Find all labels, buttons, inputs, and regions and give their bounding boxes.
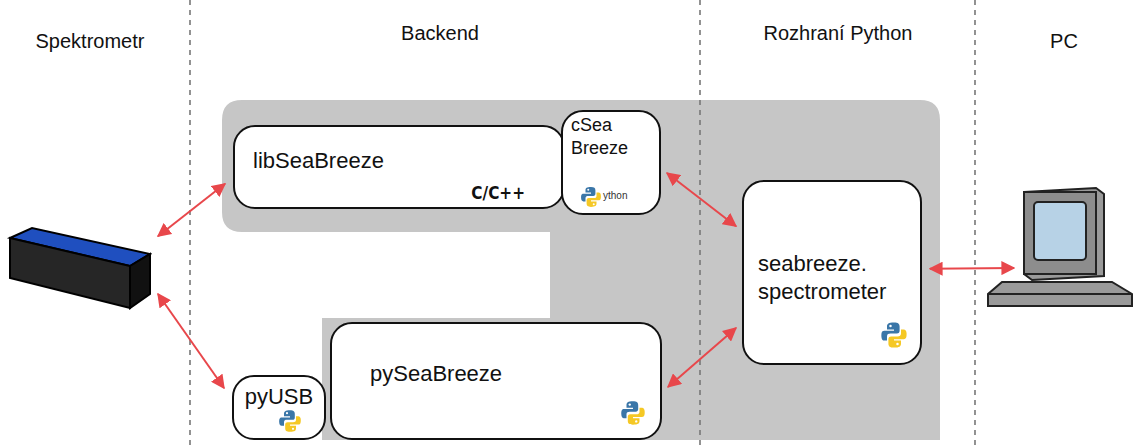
node-label: pyUSB xyxy=(234,383,324,411)
node-label: Spektrometr xyxy=(0,30,180,53)
python-logo xyxy=(278,409,302,433)
python-logo xyxy=(880,321,908,349)
backend-region xyxy=(222,100,940,440)
column-heading: Rozhraní Python xyxy=(764,22,913,45)
python-logo-yellow xyxy=(285,416,301,432)
library-box: libSeaBreezeC/C++ xyxy=(233,125,565,209)
library-box: pySeaBreeze xyxy=(330,322,662,440)
python-logo-yellow xyxy=(587,193,601,207)
python-logo-yellow xyxy=(628,408,645,425)
node-sublabel: ython xyxy=(603,190,627,201)
double-arrow xyxy=(930,267,1014,270)
double-arrow xyxy=(667,173,736,226)
node-label: pySeaBreeze xyxy=(370,360,502,388)
python-logo xyxy=(580,186,602,208)
double-arrow xyxy=(158,294,224,388)
computer-icon xyxy=(984,184,1134,324)
device-node: Spektrometr xyxy=(0,18,180,318)
double-arrow xyxy=(668,328,736,387)
wrapper-box: cSea Breeze ython xyxy=(561,110,661,215)
computer-node: PC xyxy=(982,18,1138,323)
column-divider xyxy=(190,0,975,448)
python-logo-yellow xyxy=(888,329,906,347)
node-label: PC xyxy=(1050,30,1078,53)
column-heading: Backend xyxy=(401,22,479,45)
node-sublabel: C/C++ xyxy=(471,183,525,203)
double-arrow xyxy=(158,184,225,236)
library-box: pyUSB xyxy=(232,375,326,440)
interface-box: seabreeze. spectrometer xyxy=(742,180,922,365)
node-label: cSea Breeze xyxy=(571,114,651,159)
python-logo xyxy=(620,400,646,426)
node-label: seabreeze. spectrometer xyxy=(758,250,908,305)
node-label: libSeaBreeze xyxy=(253,147,384,175)
spectrometer-icon xyxy=(2,226,152,311)
